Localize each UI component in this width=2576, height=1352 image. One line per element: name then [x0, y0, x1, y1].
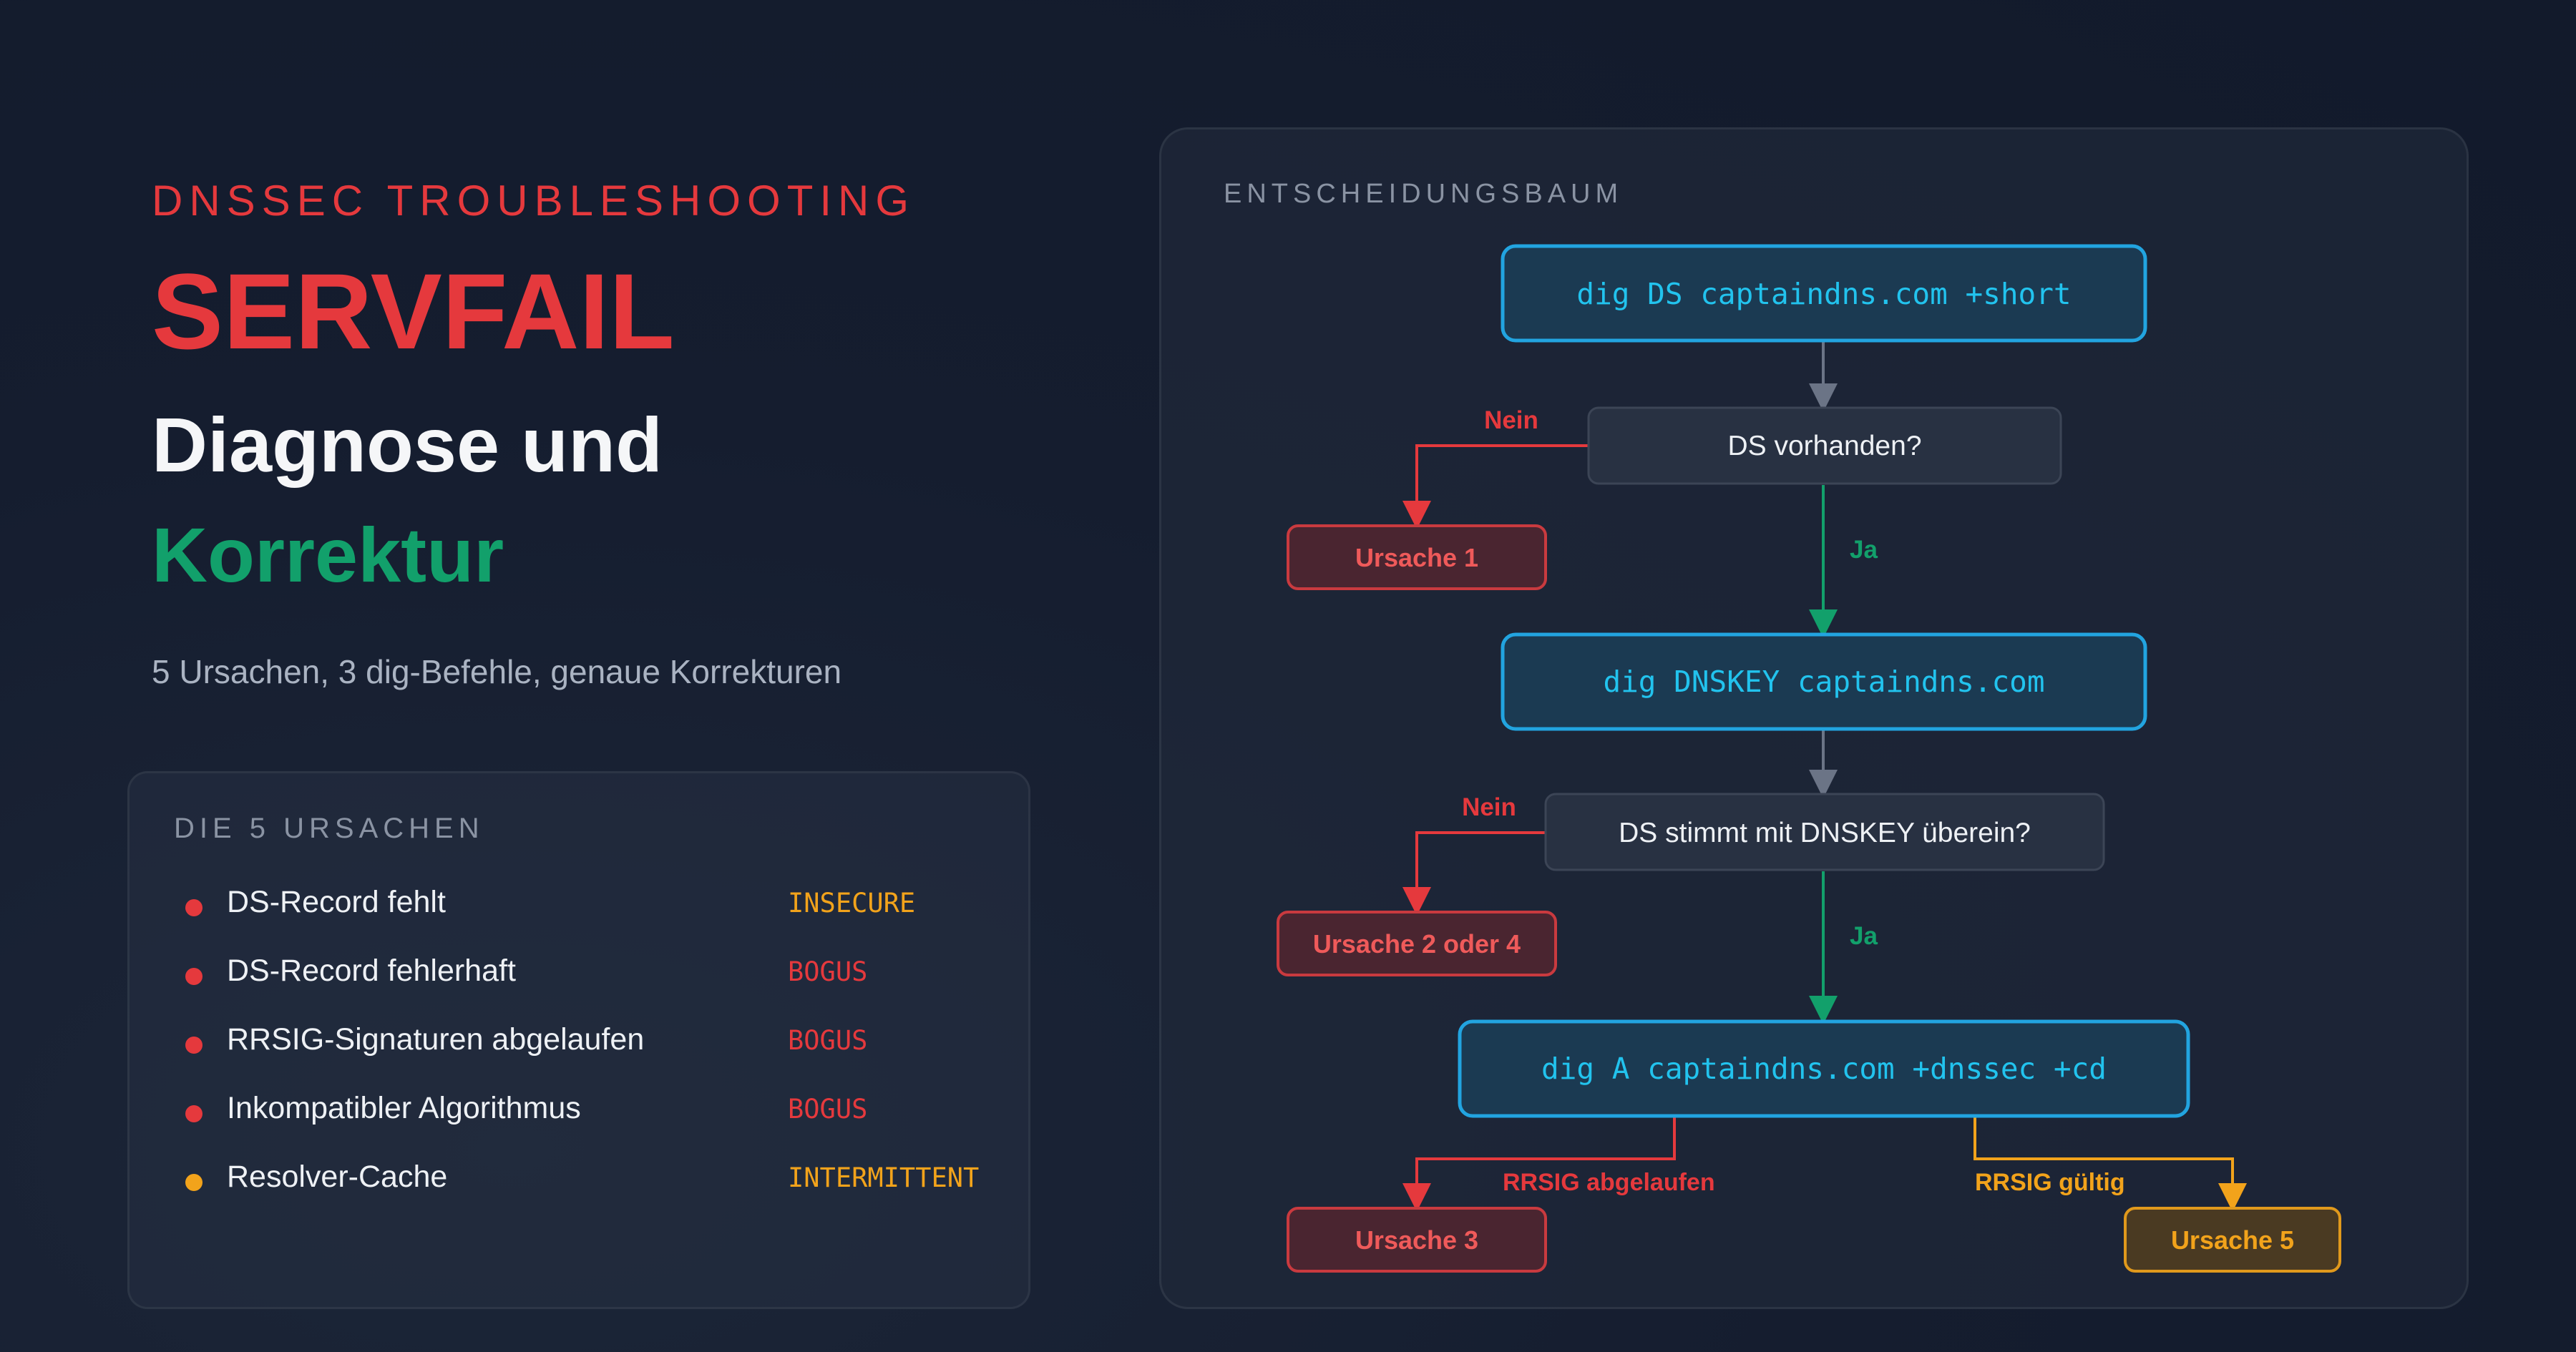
- result-text: Ursache 1: [1355, 543, 1478, 572]
- result-ursache-1: Ursache 1: [1287, 524, 1547, 590]
- status-dot: [185, 1174, 203, 1191]
- status-dot: [185, 968, 203, 985]
- question-ds-present: DS vorhanden?: [1587, 406, 2062, 485]
- rrsig-valid-label: RRSIG gültig: [1975, 1169, 2125, 1196]
- title-korrektur: Korrektur: [152, 511, 504, 598]
- result-text: Ursache 5: [2171, 1225, 2294, 1255]
- arrow-rrsig-expired: [1402, 1117, 1676, 1212]
- cause-item-5: Resolver-Cache INTERMITTENT: [185, 1160, 1008, 1202]
- eyebrow-label: DNSSEC TROUBLESHOOTING: [152, 177, 916, 225]
- causes-card: DIE 5 URSACHEN DS-Record fehlt INSECURE …: [127, 771, 1030, 1309]
- result-ursache-5: Ursache 5: [2124, 1207, 2341, 1273]
- status-dot: [185, 1037, 203, 1054]
- cause-item-3: RRSIG-Signaturen abgelaufen BOGUS: [185, 1022, 1008, 1065]
- subtitle: 5 Ursachen, 3 dig-Befehle, genaue Korrek…: [152, 653, 842, 690]
- q1-no-label: Nein: [1484, 406, 1538, 434]
- question-ds-matches: DS stimmt mit DNSKEY überein?: [1544, 793, 2105, 871]
- q1-yes-label: Ja: [1850, 536, 1878, 564]
- cause-label: RRSIG-Signaturen abgelaufen: [227, 1022, 645, 1057]
- cause-label: Inkompatibler Algorithmus: [227, 1091, 581, 1125]
- cause-status: INTERMITTENT: [788, 1162, 980, 1193]
- status-dot: [185, 899, 203, 916]
- rrsig-expired-label: RRSIG abgelaufen: [1503, 1169, 1715, 1196]
- cause-status: INSECURE: [788, 888, 916, 919]
- decision-tree-title: ENTSCHEIDUNGSBAUM: [1224, 179, 1624, 209]
- command-box-dig-ds: dig DS captaindns.com +short: [1501, 244, 2147, 343]
- command-box-dig-a: dig A captaindns.com +dnssec +cd: [1458, 1019, 2190, 1118]
- result-text: Ursache 3: [1355, 1225, 1478, 1255]
- command-text: dig A captaindns.com +dnssec +cd: [1541, 1052, 2107, 1086]
- title-diagnose: Diagnose und: [152, 401, 663, 488]
- cause-status: BOGUS: [788, 1025, 868, 1056]
- q2-no-label: Nein: [1462, 793, 1516, 821]
- cause-label: DS-Record fehlerhaft: [227, 954, 516, 988]
- status-dot: [185, 1105, 203, 1122]
- cause-item-4: Inkompatibler Algorithmus BOGUS: [185, 1091, 1008, 1134]
- question-text: DS vorhanden?: [1727, 431, 1921, 461]
- arrow-q2-no: [1402, 831, 1546, 916]
- command-text: dig DS captaindns.com +short: [1576, 277, 2071, 311]
- cause-status: BOGUS: [788, 956, 868, 987]
- arrow-q1-no: [1402, 444, 1589, 529]
- title-servfail: SERVFAIL: [152, 251, 675, 371]
- arrow-rrsig-valid: [1974, 1117, 2247, 1212]
- cause-label: DS-Record fehlt: [227, 885, 446, 919]
- result-text: Ursache 2 oder 4: [1313, 929, 1521, 959]
- question-text: DS stimmt mit DNSKEY überein?: [1619, 818, 2031, 848]
- q2-yes-label: Ja: [1850, 922, 1878, 950]
- result-ursache-3: Ursache 3: [1287, 1207, 1547, 1273]
- command-text: dig DNSKEY captaindns.com: [1603, 665, 2044, 699]
- causes-title: DIE 5 URSACHEN: [174, 813, 484, 844]
- result-ursache-2-4: Ursache 2 oder 4: [1277, 911, 1557, 976]
- cause-item-2: DS-Record fehlerhaft BOGUS: [185, 954, 1008, 996]
- cause-label: Resolver-Cache: [227, 1160, 448, 1194]
- command-box-dig-dnskey: dig DNSKEY captaindns.com: [1501, 632, 2147, 731]
- cause-status: BOGUS: [788, 1094, 868, 1125]
- cause-item-1: DS-Record fehlt INSECURE: [185, 885, 1008, 928]
